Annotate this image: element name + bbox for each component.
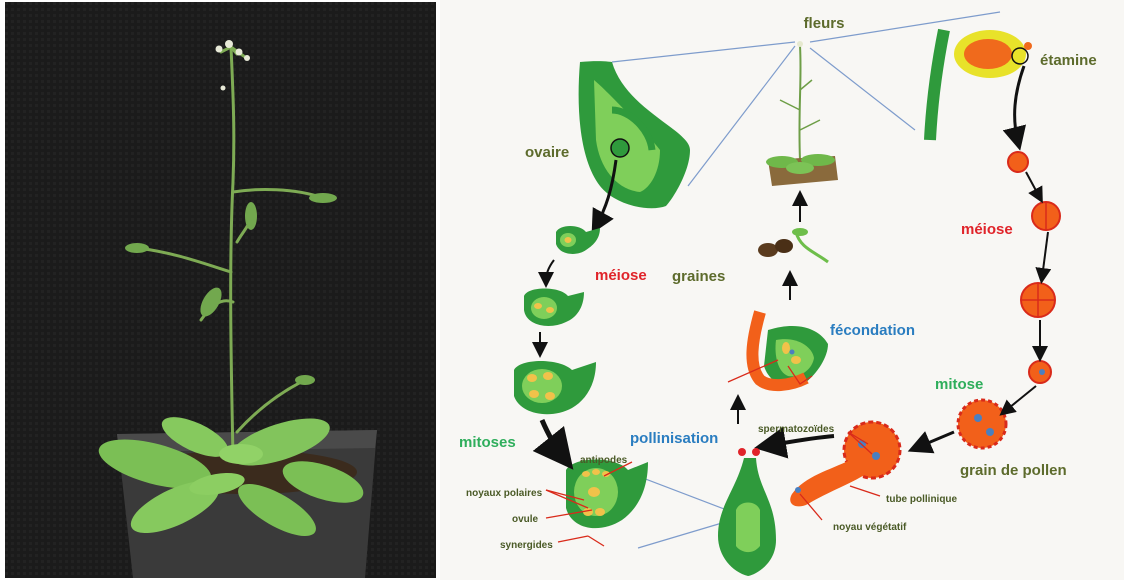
label-fecondation: fécondation [830, 322, 915, 339]
label-synergides: synergides [500, 540, 553, 551]
label-etamine: étamine [1040, 52, 1097, 69]
label-graines: graines [672, 268, 725, 285]
label-noyaux-polaires: noyaux polaires [466, 488, 543, 499]
label-mitoses: mitoses [459, 434, 516, 451]
label-ovule: ovule [512, 514, 539, 525]
label-meiose-left: méiose [595, 267, 647, 284]
label-tube-pollinique: tube pollinique [886, 494, 958, 505]
label-pollinisation: pollinisation [630, 430, 718, 447]
label-mitose: mitose [935, 376, 983, 393]
life-cycle-diagram: fleurs étamine ovaire méiose méiose grai… [440, 0, 1124, 580]
label-grain-de-pollen: grain de pollen [960, 462, 1067, 479]
label-meiose-right: méiose [961, 221, 1013, 238]
label-noyau-vegetatif: noyau végétatif [833, 522, 907, 533]
label-ovaire: ovaire [525, 144, 569, 161]
label-spermatozoides: spermatozoïdes [758, 424, 835, 435]
label-fleurs: fleurs [804, 15, 845, 32]
label-antipodes: antipodes [580, 455, 628, 466]
arabidopsis-photo [5, 2, 436, 578]
